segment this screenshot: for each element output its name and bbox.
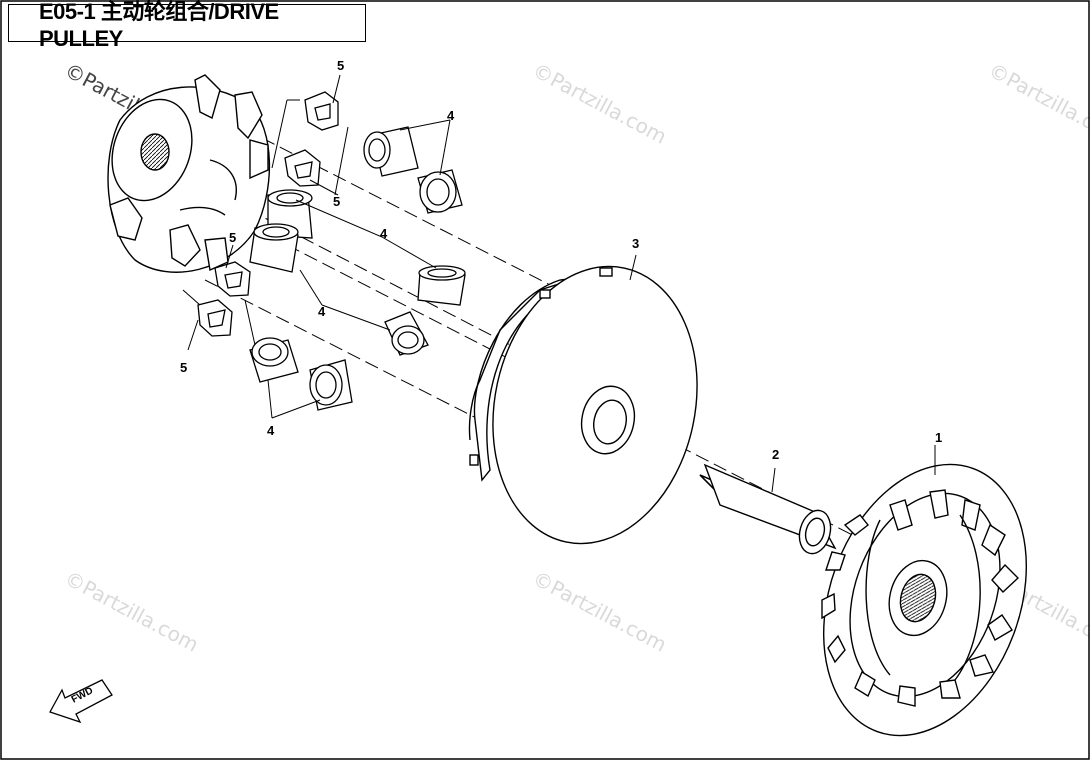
- roller: [417, 169, 463, 214]
- callout-4: 4: [318, 304, 326, 319]
- roller: [249, 337, 299, 383]
- callout-2: 2: [772, 447, 780, 462]
- roller: [363, 126, 419, 177]
- sleeve: [699, 463, 837, 555]
- slider: [304, 91, 339, 131]
- callout-4: 4: [267, 423, 275, 438]
- ramp-plate: [107, 74, 271, 273]
- callout-5: 5: [180, 360, 188, 375]
- roller: [249, 223, 299, 273]
- leader-lines: [182, 74, 936, 493]
- roller: [309, 359, 353, 411]
- fwd-arrow-icon: [49, 679, 113, 724]
- slider: [284, 149, 321, 187]
- callout-4: 4: [447, 108, 455, 123]
- fixed-drive-face: [821, 463, 1028, 737]
- callout-5: 5: [229, 230, 237, 245]
- roller: [384, 311, 429, 356]
- slider: [197, 299, 233, 337]
- slider: [214, 261, 251, 297]
- callout-5: 5: [333, 194, 341, 209]
- callout-5: 5: [337, 58, 345, 73]
- callout-4: 4: [380, 226, 388, 241]
- callout-1: 1: [935, 430, 943, 445]
- roller: [417, 265, 466, 306]
- movable-drive-face: [468, 265, 698, 545]
- callout-3: 3: [632, 236, 640, 251]
